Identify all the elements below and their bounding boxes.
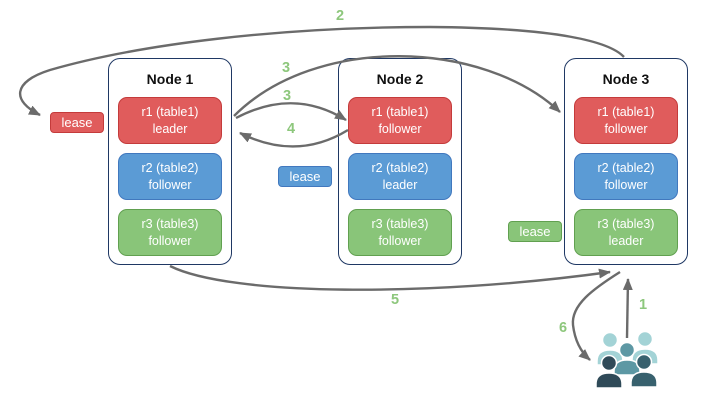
replica-name: r3 (table3) [141, 217, 199, 232]
replica-role: follower [148, 233, 192, 248]
node-2-replica-r3: r3 (table3) follower [348, 209, 452, 256]
node-1-replica-r3: r3 (table3) follower [118, 209, 222, 256]
replica-name: r2 (table2) [141, 161, 199, 176]
replica-role: follower [148, 177, 192, 192]
node-1-title: Node 1 [146, 71, 194, 87]
lease-label: lease [61, 115, 93, 130]
step-label-3a: 3 [281, 60, 291, 76]
step-label-1: 1 [638, 297, 648, 313]
person-icon [613, 341, 641, 376]
node-2-replica-r1: r1 (table1) follower [348, 97, 452, 144]
lease-tag-r2: lease [278, 166, 332, 187]
lease-label: lease [289, 169, 321, 184]
person-icon [630, 353, 658, 388]
replica-role: follower [604, 121, 648, 136]
node-3-title: Node 3 [602, 71, 650, 87]
users-group-icon [595, 330, 659, 389]
person-icon [596, 331, 624, 366]
node-1-replica-r2: r2 (table2) follower [118, 153, 222, 200]
node-2-replica-r2: r2 (table2) leader [348, 153, 452, 200]
replica-name: r3 (table3) [597, 217, 655, 232]
replica-role: follower [378, 233, 422, 248]
step-label-6: 6 [558, 320, 568, 336]
arrow-step-6 [571, 270, 621, 361]
replica-name: r3 (table3) [371, 217, 429, 232]
node-2: Node 2 r1 (table1) follower r2 (table2) … [338, 58, 462, 265]
arrow-step-3-to-node2 [235, 102, 347, 122]
step-label-2: 2 [335, 8, 345, 24]
person-icon [595, 354, 623, 389]
replica-name: r1 (table1) [141, 105, 199, 120]
step-label-5: 5 [390, 292, 400, 308]
node-1: Node 1 r1 (table1) leader r2 (table2) fo… [108, 58, 232, 265]
node-2-title: Node 2 [376, 71, 424, 87]
person-icon [631, 330, 659, 365]
lease-tag-r3: lease [508, 221, 562, 242]
lease-tag-r1: lease [50, 112, 104, 133]
node-3: Node 3 r1 (table1) follower r2 (table2) … [564, 58, 688, 265]
node-3-replica-r1: r1 (table1) follower [574, 97, 678, 144]
replica-role: leader [382, 177, 418, 192]
step-label-3b: 3 [282, 88, 292, 104]
replica-name: r1 (table1) [597, 105, 655, 120]
replica-role: leader [152, 121, 188, 136]
replica-role: follower [378, 121, 422, 136]
replica-role: leader [608, 233, 644, 248]
replica-role: follower [604, 177, 648, 192]
step-label-4: 4 [286, 121, 296, 137]
replica-name: r2 (table2) [597, 161, 655, 176]
node-3-replica-r3: r3 (table3) leader [574, 209, 678, 256]
arrow-step-1 [622, 278, 633, 339]
lease-label: lease [519, 224, 551, 239]
node-3-replica-r2: r2 (table2) follower [574, 153, 678, 200]
node-1-replica-r1: r1 (table1) leader [118, 97, 222, 144]
replica-name: r2 (table2) [371, 161, 429, 176]
replica-name: r1 (table1) [371, 105, 429, 120]
arrow-step-5 [169, 264, 611, 291]
